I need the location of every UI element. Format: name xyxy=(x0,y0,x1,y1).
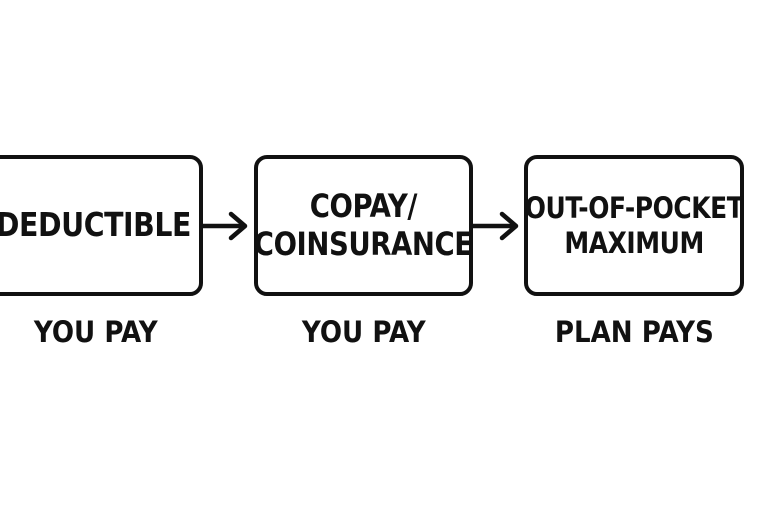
step-deductible-label: DEDUCTIBLE xyxy=(0,205,192,245)
step-out-of-pocket-maximum: OUT-OF-POCKET MAXIMUM xyxy=(524,155,744,296)
caption-out-of-pocket-maximum-text: PLAN PAYS xyxy=(554,315,714,349)
caption-out-of-pocket-maximum: PLAN PAYS xyxy=(524,310,744,354)
caption-copay-coinsurance: YOU PAY xyxy=(254,310,473,354)
step-copay-coinsurance-line-1: COPAY/ xyxy=(309,186,418,225)
step-copay-coinsurance-line-2: COINSURANCE xyxy=(254,224,473,263)
step-copay-coinsurance: COPAY/ COINSURANCE xyxy=(254,155,473,296)
caption-deductible: YOU PAY xyxy=(0,310,192,354)
step-out-of-pocket-maximum-line-2: MAXIMUM xyxy=(564,225,704,260)
step-out-of-pocket-maximum-line-1: OUT-OF-POCKET xyxy=(524,191,744,226)
arrow-1 xyxy=(200,211,248,241)
caption-copay-coinsurance-text: YOU PAY xyxy=(301,315,426,349)
step-deductible: DEDUCTIBLE xyxy=(0,155,203,296)
arrow-2 xyxy=(470,211,519,241)
caption-deductible-text: YOU PAY xyxy=(34,315,158,349)
